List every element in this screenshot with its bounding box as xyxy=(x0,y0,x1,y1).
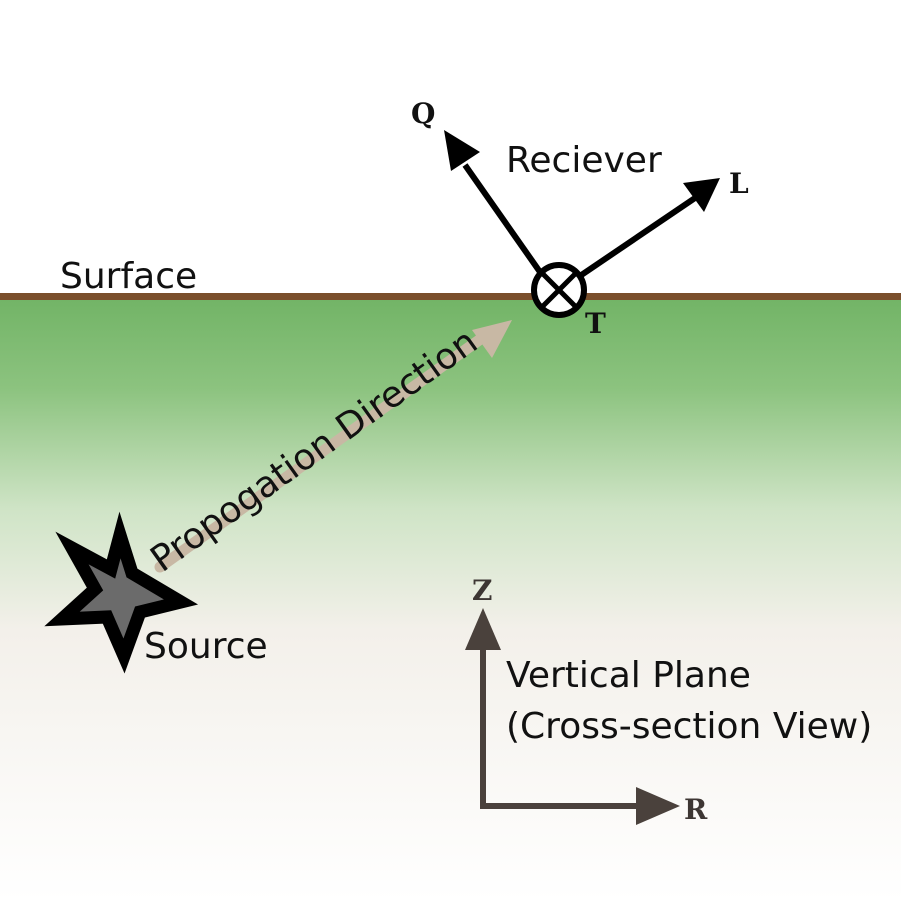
t-axis-label: T xyxy=(585,307,606,340)
r-axis-label: R xyxy=(684,793,708,826)
plane-label-line2: (Cross-section View) xyxy=(506,706,872,747)
z-axis-arrow xyxy=(465,608,501,808)
source-label: Source xyxy=(144,626,268,667)
q-axis-label: Q xyxy=(411,97,435,130)
into-page-circle-icon xyxy=(531,262,587,318)
surface-label: Surface xyxy=(60,256,197,297)
star-icon xyxy=(44,511,199,674)
propagation-arrow xyxy=(154,320,512,573)
l-axis-arrow xyxy=(572,178,720,283)
r-axis-arrow xyxy=(480,787,680,825)
surface-line xyxy=(0,293,901,300)
plane-label-line1: Vertical Plane xyxy=(506,655,751,696)
l-axis-label: L xyxy=(729,167,749,200)
z-axis-label: Z xyxy=(472,574,492,607)
receiver-label: Reciever xyxy=(506,140,662,181)
q-axis-arrow xyxy=(444,130,543,274)
